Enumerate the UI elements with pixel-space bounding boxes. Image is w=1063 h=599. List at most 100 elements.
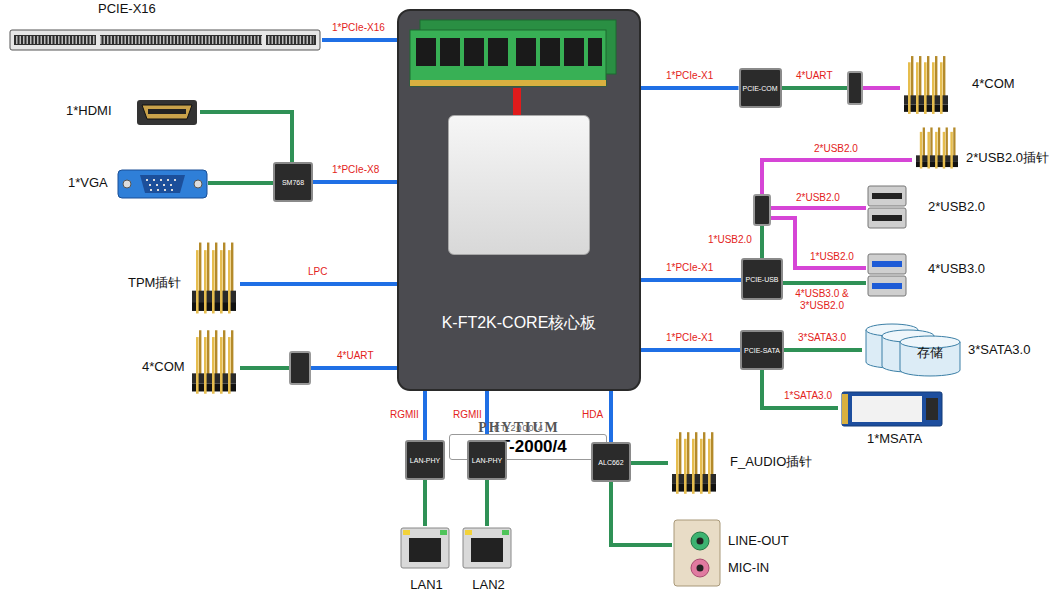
node-text: 1*HDMI bbox=[66, 104, 112, 119]
bus-connector bbox=[322, 40, 398, 41]
bus-connector bbox=[631, 463, 668, 464]
node-text: 存储 bbox=[917, 346, 943, 361]
bus-label: 1*USB2.0 bbox=[809, 251, 855, 263]
node-text: ALC662 bbox=[598, 459, 623, 466]
node-text: F_AUDIO插针 bbox=[730, 455, 812, 470]
node-text: 4*COM bbox=[972, 77, 1015, 92]
cpu-chip: PHYTIUMFT-2000/4FT-2000/4 bbox=[448, 115, 590, 255]
ic-chip: SM768 bbox=[273, 162, 313, 202]
bus-label: LPC bbox=[307, 266, 328, 278]
bus-line bbox=[485, 480, 489, 526]
bus-connector bbox=[762, 160, 912, 258]
node-text: LAN-PHY bbox=[472, 457, 502, 464]
bus-label: 3*SATA3.0 bbox=[797, 332, 847, 344]
bus-connector bbox=[783, 283, 866, 284]
storage-node: 存储3*SATA3.0 bbox=[862, 318, 1040, 380]
bus-connector bbox=[611, 390, 612, 442]
node-text: LAN1 bbox=[397, 578, 456, 593]
bus-label: 1*SATA3.0 bbox=[783, 390, 833, 402]
hdmi-port bbox=[137, 100, 197, 125]
node-text: SM768 bbox=[282, 179, 304, 186]
port-node: 1*HDMI bbox=[62, 96, 200, 128]
bus-connector bbox=[240, 284, 398, 285]
bus-connector bbox=[240, 368, 398, 369]
core-board: K-FT2K-CORE核心板 PHYTIUMFT-2000/4FT-2000/4 bbox=[398, 10, 640, 390]
bus-line bbox=[208, 181, 273, 185]
ic-chip: LAN-PHY bbox=[467, 440, 507, 480]
audio-jacks bbox=[674, 520, 720, 586]
node-text: LAN2 bbox=[459, 578, 518, 593]
usb-hub-chip bbox=[754, 195, 770, 225]
storage-disks bbox=[866, 324, 960, 376]
bus-line bbox=[300, 366, 398, 370]
header-node: TPM插针 bbox=[128, 238, 240, 318]
bus-line bbox=[313, 180, 398, 184]
bus-line bbox=[609, 390, 613, 442]
msata-card bbox=[842, 392, 942, 426]
bus-line bbox=[784, 348, 862, 352]
node-text: 2*USB2.0 bbox=[928, 200, 985, 215]
bus-line bbox=[423, 480, 427, 526]
node-text: 2*USB2.0插针 bbox=[966, 151, 1049, 166]
memory-link bbox=[513, 88, 521, 115]
memory-modules bbox=[410, 20, 616, 86]
header-node: 4*COM bbox=[900, 52, 1022, 118]
node-text: PCIE-X16 bbox=[98, 2, 156, 17]
bus-line bbox=[762, 160, 912, 212]
pcie-slot bbox=[10, 30, 320, 50]
pin-header bbox=[192, 330, 236, 393]
node-text: K-FT2K-CORE核心板 bbox=[398, 314, 640, 332]
bus-label: 4*USB3.0 & 3*USB2.0 bbox=[789, 288, 855, 312]
core-board-outline bbox=[398, 10, 640, 390]
node-text: FT-2000/4 bbox=[449, 423, 589, 433]
pin-header bbox=[672, 432, 716, 494]
node-text: MIC-IN bbox=[728, 561, 769, 576]
bus-label: 4*UART bbox=[336, 350, 375, 362]
header-node: 2*USB2.0插针 bbox=[912, 124, 1053, 172]
bus-label: 4*UART bbox=[795, 70, 834, 82]
usb2-ports bbox=[868, 186, 906, 228]
node-text: PCIE-SATA bbox=[744, 347, 780, 354]
header-node: 4*COM bbox=[140, 326, 240, 398]
node-text: 1*MSATA bbox=[838, 432, 951, 447]
bus-line bbox=[762, 370, 838, 408]
bus-line bbox=[640, 348, 740, 352]
bus-line bbox=[200, 112, 292, 162]
ic-chip: PCIE-USB bbox=[741, 258, 783, 300]
bus-label: HDA bbox=[581, 409, 604, 421]
port-node: LAN1 bbox=[397, 526, 456, 594]
bus-connector bbox=[487, 480, 488, 526]
audio-node: LINE-OUT MIC-IN bbox=[672, 515, 792, 587]
node-text: 1*VGA bbox=[68, 176, 108, 191]
bus-line bbox=[322, 38, 398, 42]
ic-chip: PCIE-COM bbox=[739, 68, 782, 108]
pin-header bbox=[192, 243, 236, 314]
port-node: 2*USB2.0 bbox=[866, 184, 990, 232]
header-node: F_AUDIO插针 bbox=[668, 428, 818, 498]
node-text: LAN-PHY bbox=[410, 457, 440, 464]
port-node: 4*USB3.0 bbox=[866, 252, 990, 298]
bus-connector bbox=[313, 182, 398, 183]
node-text: PCIE-USB bbox=[745, 276, 778, 283]
bus-line bbox=[240, 282, 398, 286]
bus-connector bbox=[640, 280, 741, 281]
bus-label: 2*USB2.0 bbox=[813, 143, 859, 155]
bus-label: 1*PCIe-X16 bbox=[331, 22, 386, 34]
bus-label: 2*USB2.0 bbox=[795, 192, 841, 204]
node-text: LINE-OUT bbox=[728, 534, 789, 549]
bus-line bbox=[611, 482, 672, 545]
bus-label: 1*USB2.0 bbox=[707, 234, 753, 246]
bus-label: RGMII bbox=[389, 409, 420, 421]
bus-line bbox=[782, 86, 856, 90]
bus-connector bbox=[200, 112, 292, 162]
bus-line bbox=[762, 206, 866, 210]
bus-connector bbox=[208, 183, 273, 184]
pin-header bbox=[916, 127, 958, 168]
bus-line bbox=[783, 281, 866, 285]
port-node: LAN2 bbox=[459, 526, 518, 594]
bus-line bbox=[631, 461, 668, 465]
uart-transceiver bbox=[848, 72, 862, 104]
vga-port bbox=[118, 170, 207, 198]
